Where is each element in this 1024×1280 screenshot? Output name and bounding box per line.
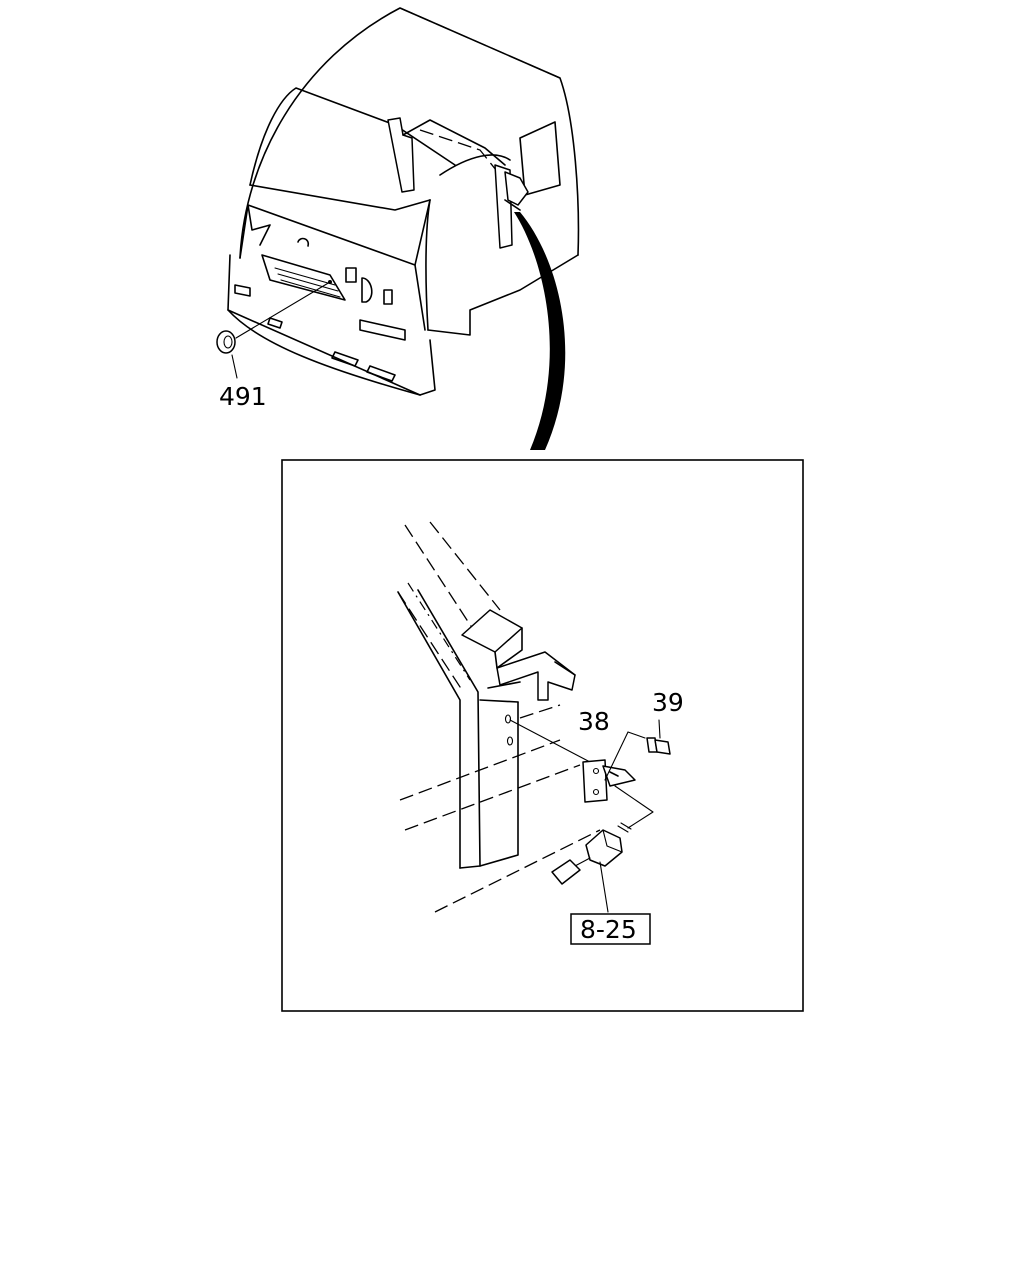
callout-39: 39 (652, 688, 684, 717)
callout-8-25: 8-25 (580, 915, 637, 944)
callout-491: 491 (219, 382, 267, 411)
callout-38: 38 (578, 707, 610, 736)
detail-frame (281, 459, 804, 1012)
truck-cab-drawing (216, 7, 580, 450)
callout-8-25-box (570, 913, 651, 945)
pillar-detail-drawing (397, 521, 671, 913)
